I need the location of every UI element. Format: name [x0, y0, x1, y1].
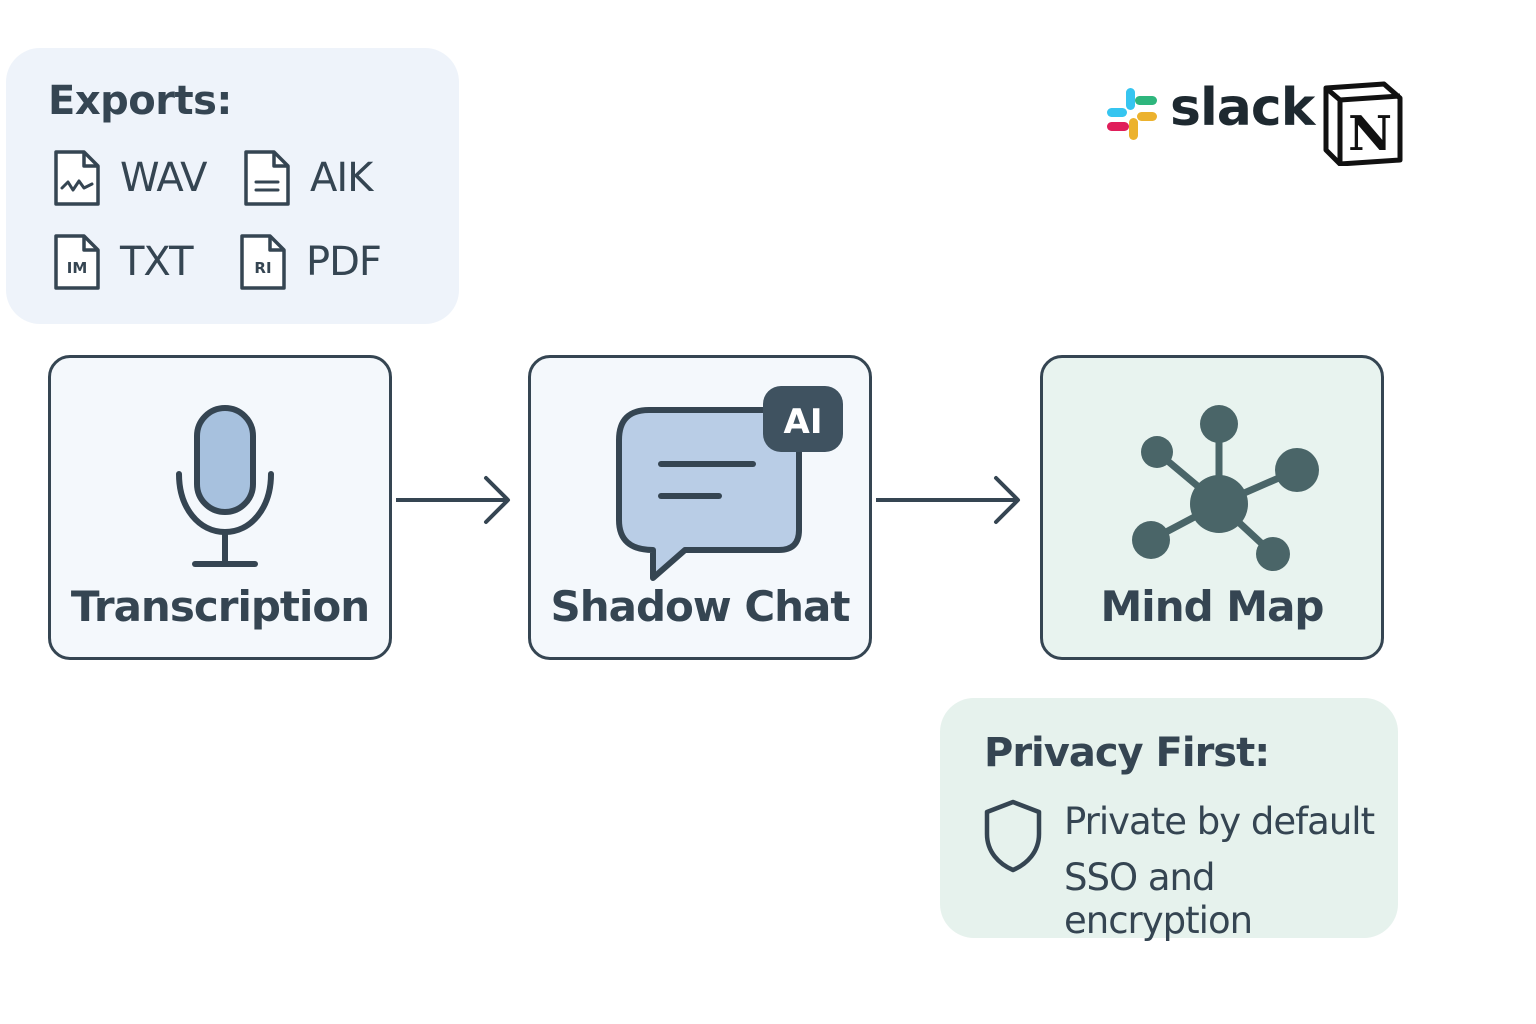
- privacy-line: SSO and encryption: [1064, 856, 1253, 942]
- slack-wordmark: slack: [1170, 78, 1315, 138]
- flow-arrow-icon: [876, 476, 1020, 524]
- privacy-panel: Privacy First: Private by default SSO an…: [940, 698, 1398, 942]
- export-item-pdf[interactable]: RI PDF: [238, 232, 382, 292]
- ri-badge: RI: [254, 259, 271, 277]
- slack-logo-icon[interactable]: [1104, 84, 1160, 144]
- mind-map-card[interactable]: Mind Map: [1040, 355, 1384, 660]
- im-badge: IM: [67, 259, 88, 277]
- im-file-icon: IM: [54, 234, 100, 290]
- shield-icon: [984, 799, 1042, 873]
- exports-panel: Exports: WAV AIK IM TXT RI PDF: [6, 48, 459, 324]
- ri-file-icon: RI: [240, 234, 286, 290]
- mind-map-label: Mind Map: [1100, 582, 1325, 631]
- ai-badge-label: AI: [784, 402, 823, 442]
- network-icon: [1132, 405, 1319, 571]
- microphone-icon: [176, 405, 274, 567]
- export-item-wav[interactable]: WAV: [52, 148, 208, 208]
- notion-logo-icon[interactable]: N: [1322, 80, 1404, 166]
- export-item-aik[interactable]: AIK: [242, 148, 373, 208]
- shadow-chat-card[interactable]: AI Shadow Chat: [528, 355, 872, 660]
- shadow-chat-label: Shadow Chat: [550, 582, 851, 631]
- chat-bubble-icon: AI: [616, 386, 843, 581]
- transcription-card[interactable]: Transcription: [48, 355, 392, 660]
- ai-badge: [763, 386, 843, 452]
- export-label: AIK: [310, 155, 373, 201]
- flow-arrow-icon: [396, 476, 510, 524]
- notion-glyph: N: [1348, 106, 1392, 162]
- export-label: PDF: [306, 239, 382, 285]
- export-label: WAV: [120, 155, 208, 201]
- export-item-txt[interactable]: IM TXT: [52, 232, 194, 292]
- export-label: TXT: [120, 239, 194, 285]
- audio-file-icon: [54, 150, 100, 206]
- exports-title: Exports:: [48, 78, 232, 124]
- privacy-line: Private by default: [1064, 800, 1375, 843]
- privacy-title: Privacy First:: [984, 730, 1270, 776]
- transcription-label: Transcription: [70, 582, 370, 631]
- text-file-icon: [244, 150, 290, 206]
